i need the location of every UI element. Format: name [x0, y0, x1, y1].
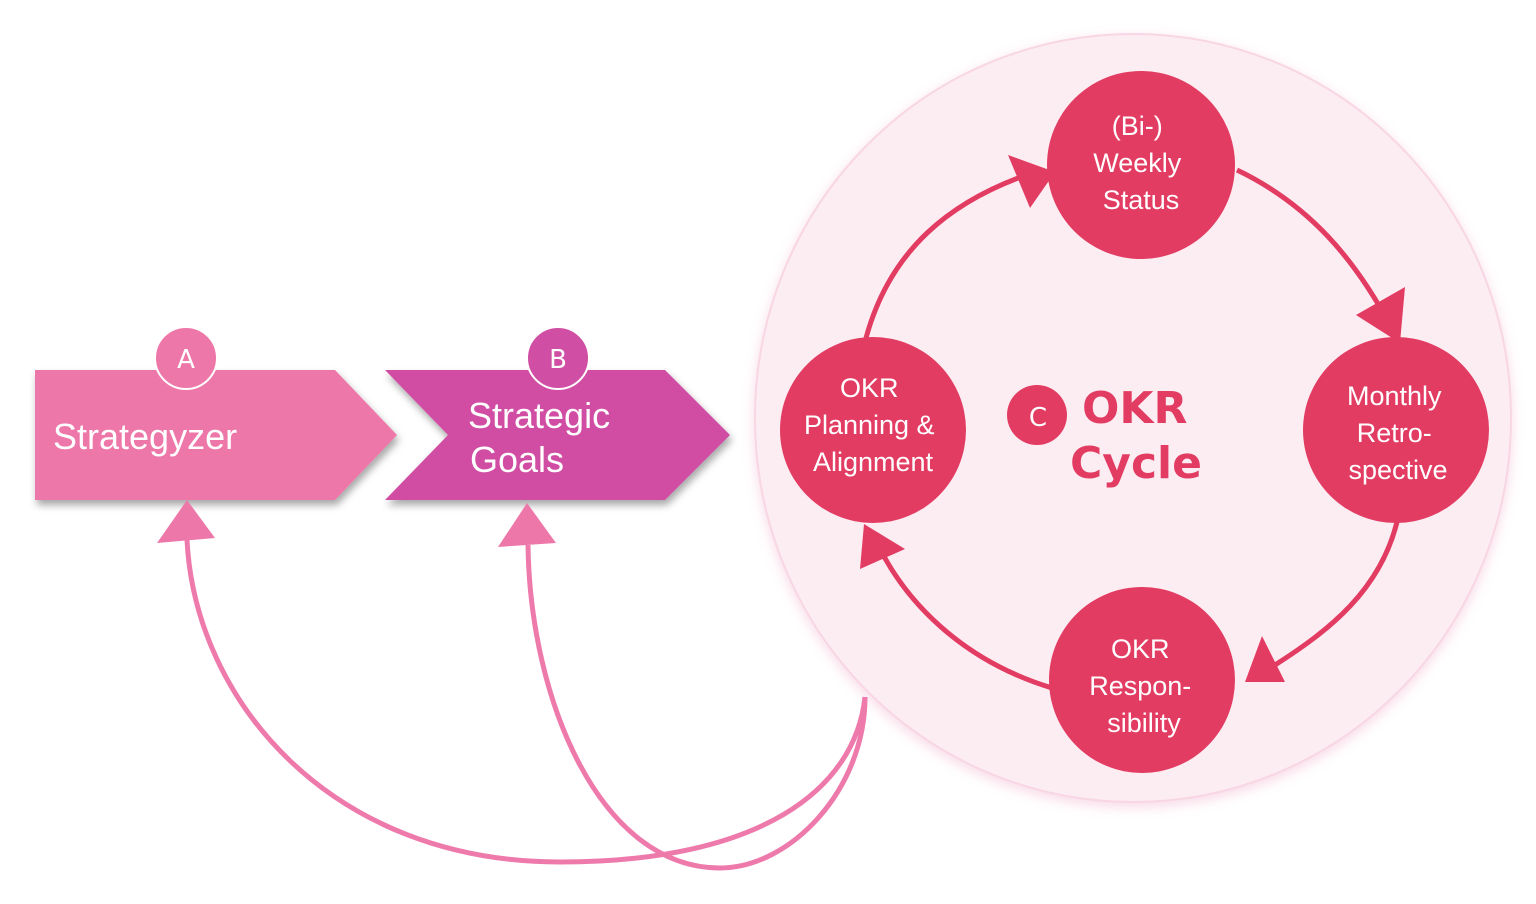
feedback-curve-to-b: [525, 544, 868, 871]
feedback-arrows: [184, 539, 868, 871]
okr-cycle-title: OKR Cycle: [1070, 383, 1203, 489]
step-a-label: Strategyzer: [53, 416, 237, 457]
step-b-label: Strategic Goals: [468, 395, 620, 480]
svg-text:OKR Respon- sibili: OKR Respon- sibility: [1089, 634, 1199, 738]
step-strategyzer[interactable]: Strategyzer: [35, 370, 397, 500]
arrowhead-planning: [860, 524, 905, 569]
badge-b: B: [526, 326, 590, 390]
arc-retro-to-responsibility: [1273, 521, 1400, 668]
arrowhead-weekly: [1008, 155, 1055, 208]
svg-text:C: C: [1029, 403, 1047, 433]
svg-text:B: B: [549, 345, 567, 375]
arrowhead-responsibility: [1245, 636, 1285, 682]
svg-text:(Bi-) Weekly Statu: (Bi-) Weekly Status: [1093, 111, 1189, 215]
feedback-arrowhead-b: [498, 503, 556, 547]
node-weekly-status[interactable]: (Bi-) Weekly Status: [1047, 71, 1235, 259]
arc-weekly-to-retro: [1235, 167, 1393, 327]
svg-text:OKR Planning & Ali: OKR Planning & Alignment: [804, 373, 942, 477]
step-b-chevron: [385, 370, 730, 500]
arc-responsibility-to-planning: [875, 543, 1053, 691]
cycle-arrows: [863, 167, 1400, 691]
badge-a: A: [154, 326, 218, 390]
arrowhead-retro: [1356, 287, 1405, 343]
badge-c: C: [1007, 385, 1067, 445]
feedback-arrowhead-a: [157, 500, 215, 543]
feedback-curve-to-a: [184, 539, 868, 865]
svg-text:A: A: [177, 345, 195, 375]
step-strategic-goals[interactable]: Strategic Goals: [385, 370, 730, 500]
node-okr-responsibility[interactable]: OKR Respon- sibility: [1049, 587, 1235, 773]
step-a-chevron: [35, 370, 397, 500]
arc-planning-to-weekly: [863, 169, 1036, 339]
svg-text:Monthly Retro- spe: Monthly Retro- spective: [1347, 381, 1449, 485]
node-okr-planning-alignment[interactable]: OKR Planning & Alignment: [780, 337, 966, 523]
okr-cycle-background: [754, 33, 1512, 803]
node-monthly-retrospective[interactable]: Monthly Retro- spective: [1303, 337, 1489, 523]
